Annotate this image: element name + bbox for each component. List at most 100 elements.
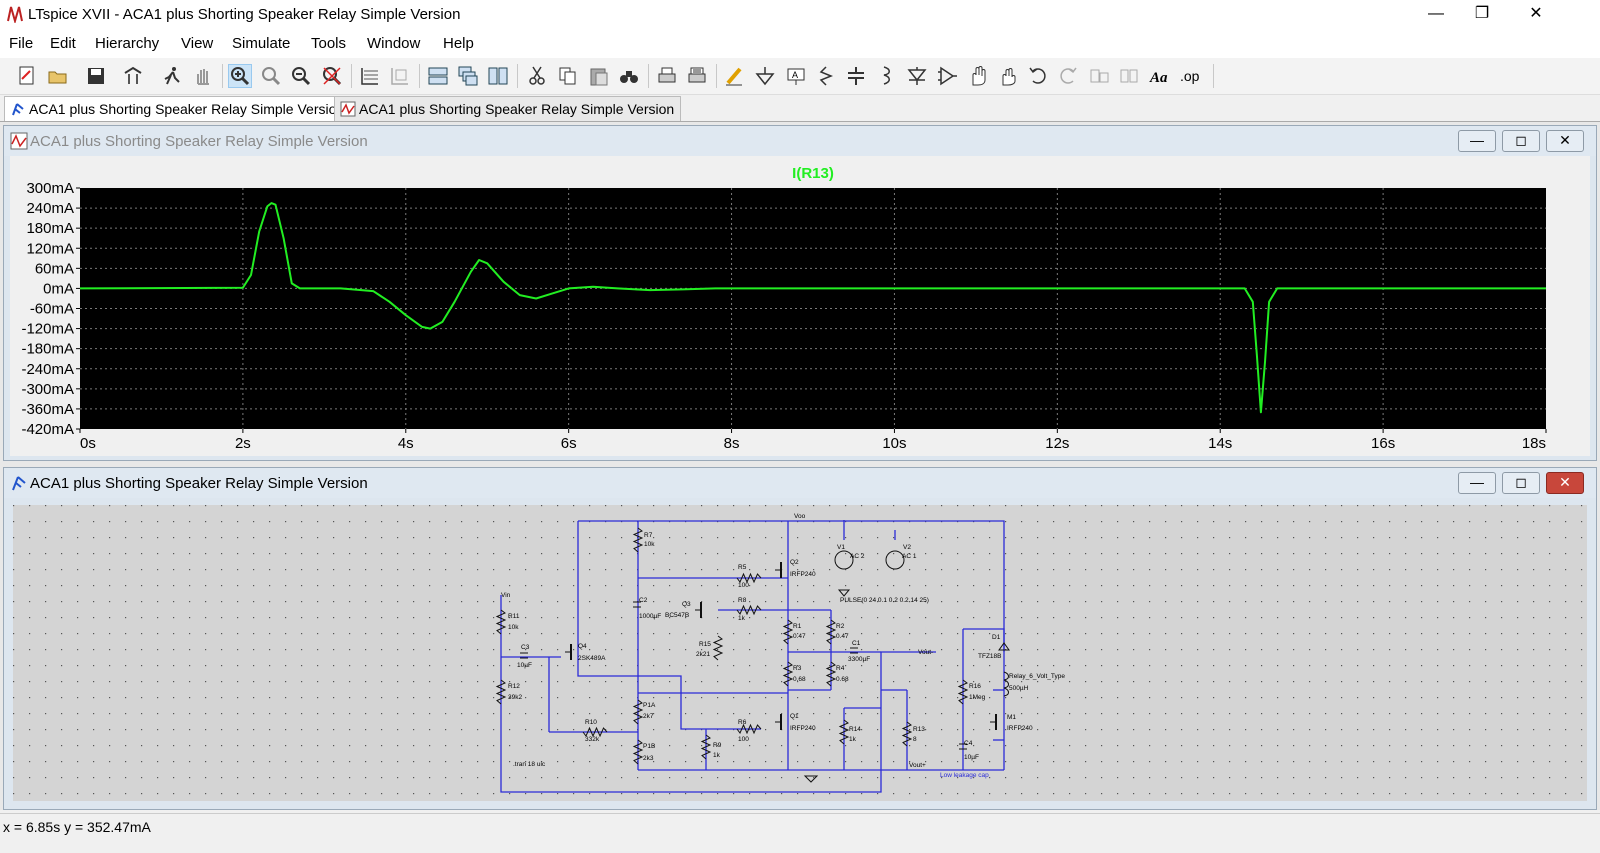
undo-icon[interactable] [1027, 65, 1049, 87]
waveform-window-caption[interactable]: ACA1 plus Shorting Speaker Relay Simple … [4, 126, 1596, 156]
waveform-minimize-button[interactable]: — [1458, 130, 1496, 152]
component-icon[interactable] [936, 65, 958, 87]
resistor-symbol [825, 661, 837, 687]
cascade-icon[interactable] [457, 65, 479, 87]
component-label: R5 [738, 564, 747, 571]
delete-trace-icon[interactable] [389, 65, 411, 87]
zoom-fit-icon[interactable] [321, 65, 343, 87]
y-tick-label: -60mA [30, 301, 74, 318]
y-tick-label: -420mA [21, 421, 74, 438]
component-label: R14 [849, 726, 861, 733]
component-label: 2k21 [696, 651, 710, 658]
toolbar-separator [1213, 64, 1214, 88]
cursor-readout: x = 6.85s y = 352.47mA [3, 819, 151, 835]
paste-icon[interactable] [588, 65, 610, 87]
component-label: IRFP240 [790, 725, 816, 732]
halt-icon[interactable] [192, 65, 214, 87]
component-label: 332k [585, 736, 600, 743]
component-label: 1Meg [969, 694, 986, 701]
minimize-button[interactable]: — [1428, 5, 1444, 22]
component-label: Q1 [790, 713, 799, 720]
redo-icon[interactable] [1057, 65, 1079, 87]
component-label: 2k7 [643, 713, 654, 720]
capacitor-icon[interactable] [845, 65, 867, 87]
component-label: Q2 [790, 559, 799, 566]
open-icon[interactable] [47, 65, 69, 87]
tab-schematic[interactable]: ACA1 plus Shorting Speaker Relay Simple … [4, 96, 352, 121]
draw-wire-icon[interactable] [724, 65, 746, 87]
waveform-icon [10, 132, 28, 150]
tile-horizontal-icon[interactable] [427, 65, 449, 87]
schematic-maximize-button[interactable]: ◻ [1502, 472, 1540, 494]
waveform-close-button[interactable]: ✕ [1546, 130, 1584, 152]
component-label: 100 [738, 736, 749, 743]
resistor-symbol [901, 721, 913, 747]
run-icon[interactable] [161, 65, 183, 87]
menu-simulate[interactable]: Simulate [232, 35, 291, 52]
inductor-icon[interactable] [875, 65, 897, 87]
mirror-icon[interactable] [1118, 65, 1140, 87]
close-button[interactable]: ✕ [1529, 5, 1543, 22]
menu-help[interactable]: Help [443, 35, 474, 52]
tab-waveform[interactable]: ACA1 plus Shorting Speaker Relay Simple … [334, 96, 682, 121]
y-tick-label: -300mA [21, 381, 74, 398]
y-tick-label: 60mA [35, 260, 74, 277]
cut-icon[interactable] [526, 65, 548, 87]
resistor-symbol [632, 699, 644, 725]
autorange-icon[interactable] [359, 65, 381, 87]
component-label: IRFP240 [1007, 725, 1033, 732]
schematic-window-caption[interactable]: ACA1 plus Shorting Speaker Relay Simple … [4, 468, 1596, 498]
menu-edit[interactable]: Edit [50, 35, 76, 52]
menu-hierarchy[interactable]: Hierarchy [95, 35, 160, 52]
component-label: R10 [585, 719, 597, 726]
restore-button[interactable]: ❐ [1474, 5, 1490, 22]
schematic-minimize-button[interactable]: — [1458, 472, 1496, 494]
pan-icon[interactable] [260, 65, 282, 87]
print-preview-icon[interactable] [686, 65, 708, 87]
ground-icon[interactable] [754, 65, 776, 87]
y-tick-label: -120mA [21, 321, 74, 338]
component-label: R15 [699, 641, 711, 648]
copy-icon[interactable] [557, 65, 579, 87]
resistor-icon[interactable] [815, 65, 837, 87]
menu-view[interactable]: View [181, 35, 214, 52]
move-icon[interactable] [967, 65, 989, 87]
component-label: R16 [969, 683, 981, 690]
waveform-maximize-button[interactable]: ◻ [1502, 130, 1540, 152]
toolbar: A Aa .op [0, 58, 1600, 95]
zoom-area-icon[interactable] [228, 64, 252, 88]
component-label: R2 [836, 623, 845, 630]
resistor-symbol [957, 679, 969, 705]
drag-icon[interactable] [997, 65, 1019, 87]
component-label: TFZ18B [978, 653, 1001, 660]
tile-vertical-icon[interactable] [487, 65, 509, 87]
spice-directive-icon[interactable]: .op [1179, 65, 1207, 87]
save-icon[interactable] [85, 65, 107, 87]
y-tick-label: 120mA [26, 240, 74, 257]
x-tick-label: 10s [882, 435, 906, 452]
new-schematic-icon[interactable] [16, 65, 38, 87]
component-label: R11 [508, 613, 520, 620]
menu-window[interactable]: Window [367, 35, 421, 52]
voltage-source-symbol [834, 550, 854, 570]
text-icon[interactable]: Aa [1149, 65, 1171, 87]
menu-tools[interactable]: Tools [311, 35, 347, 52]
rotate-icon[interactable] [1088, 65, 1110, 87]
menu-file[interactable]: File [9, 35, 34, 52]
component-label: Vin [501, 592, 511, 599]
x-tick-label: 2s [235, 435, 251, 452]
control-panel-icon[interactable] [122, 65, 144, 87]
find-icon[interactable] [618, 65, 640, 87]
diode-icon[interactable] [906, 65, 928, 87]
print-icon[interactable] [656, 65, 678, 87]
component-label: .tran 18 uic [513, 761, 546, 768]
x-tick-label: 18s [1522, 435, 1546, 452]
zoom-out-icon[interactable] [290, 65, 312, 87]
schematic-close-button[interactable]: ✕ [1546, 472, 1584, 494]
resistor-symbol [736, 572, 762, 584]
schematic-window: ACA1 plus Shorting Speaker Relay Simple … [3, 467, 1597, 810]
label-net-icon[interactable]: A [785, 65, 807, 87]
component-label: Q3 [682, 601, 691, 608]
